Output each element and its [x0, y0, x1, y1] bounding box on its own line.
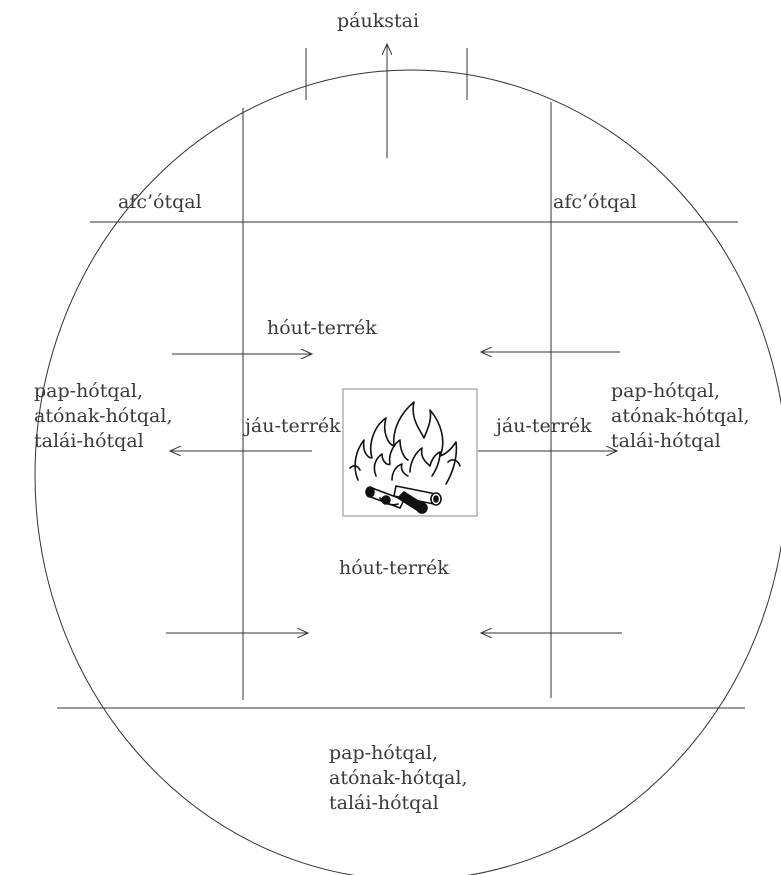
hout-terrek-upper-label: hóut-terrék: [267, 316, 377, 340]
right-group-line-1: pap-hótqal,: [611, 379, 749, 404]
left-group-label: pap-hótqal, atónak-hótqal, talái-hótqal: [34, 379, 172, 454]
right-group-line-2: atónak-hótqal,: [611, 404, 749, 429]
left-group-line-2: atónak-hótqal,: [34, 404, 172, 429]
bottom-group-line-3: talái-hótqal: [329, 791, 467, 816]
left-group-line-3: talái-hótqal: [34, 429, 172, 454]
corner-label-right: afc’ótqal: [553, 190, 637, 214]
bottom-group-line-2: atónak-hótqal,: [329, 766, 467, 791]
jau-terrek-right-label: jáu-terrék: [496, 414, 592, 438]
bottom-group-label: pap-hótqal, atónak-hótqal, talái-hótqal: [329, 741, 467, 816]
corner-label-left: afc’ótqal: [118, 190, 202, 214]
left-group-line-1: pap-hótqal,: [34, 379, 172, 404]
top-label: páukstai: [337, 9, 419, 33]
hout-terrek-lower-label: hóut-terrék: [339, 556, 449, 580]
right-group-label: pap-hótqal, atónak-hótqal, talái-hótqal: [611, 379, 749, 454]
right-group-line-3: talái-hótqal: [611, 429, 749, 454]
jau-terrek-left-label: jáu-terrék: [245, 414, 341, 438]
bottom-group-line-1: pap-hótqal,: [329, 741, 467, 766]
